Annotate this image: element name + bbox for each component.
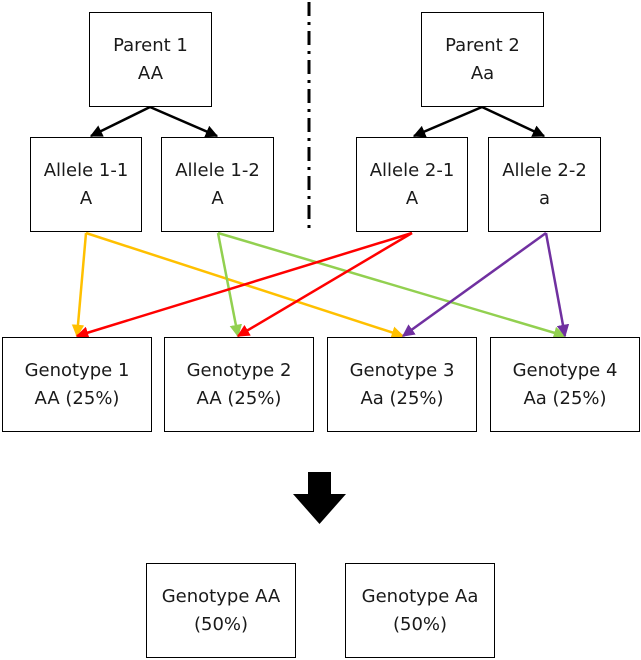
genotype-4-value: Aa (25%) xyxy=(523,387,607,409)
arrow-parent1-allele1-2 xyxy=(149,105,219,138)
result-aa-het-value: (50%) xyxy=(392,613,448,635)
allele-2-1-box: Allele 2-1 A xyxy=(356,137,468,232)
parent-2-label: Parent 2 xyxy=(445,34,520,56)
genotype-3-label: Genotype 3 xyxy=(349,359,455,381)
genotype-1-box: Genotype 1 AA (25%) xyxy=(2,337,152,432)
allele-2-2-box: Allele 2-2 a xyxy=(488,137,601,232)
arrow-allele1-1-genotype1 xyxy=(71,232,88,338)
genotype-1-label: Genotype 1 xyxy=(24,359,130,381)
genotype-2-value: AA (25%) xyxy=(196,387,282,409)
arrow-allele1-2-genotype4 xyxy=(217,231,567,339)
arrow-allele2-2-genotype4 xyxy=(544,232,570,338)
allele-2-2-value: a xyxy=(538,187,551,209)
allele-1-2-value: A xyxy=(211,187,224,209)
arrow-parent2-allele2-2 xyxy=(481,105,546,138)
genotype-3-value: Aa (25%) xyxy=(360,387,444,409)
allele-2-1-label: Allele 2-1 xyxy=(369,159,455,181)
genotype-1-value: AA (25%) xyxy=(34,387,120,409)
result-aa-value: (50%) xyxy=(193,613,249,635)
allele-1-1-value: A xyxy=(79,187,93,209)
genotype-4-label: Genotype 4 xyxy=(512,359,618,381)
result-aa-label: Genotype AA xyxy=(161,585,281,607)
result-genotype-aa-het-box: Genotype Aa (50%) xyxy=(345,563,495,658)
parent-1-box: Parent 1 AA xyxy=(89,12,212,107)
result-aa-het-label: Genotype Aa xyxy=(361,585,479,607)
arrow-allele2-1-genotype2 xyxy=(236,231,413,338)
parent-1-genotype: AA xyxy=(137,62,164,84)
allele-1-1-label: Allele 1-1 xyxy=(43,159,129,181)
genotype-4-box: Genotype 4 Aa (25%) xyxy=(490,337,640,432)
genotype-3-box: Genotype 3 Aa (25%) xyxy=(327,337,477,432)
arrow-allele2-1-genotype1 xyxy=(75,231,413,339)
result-genotype-aa-box: Genotype AA (50%) xyxy=(146,563,296,658)
allele-2-2-label: Allele 2-2 xyxy=(502,159,587,181)
arrow-parent2-allele2-1 xyxy=(412,105,483,138)
allele-1-1-box: Allele 1-1 A xyxy=(30,137,142,232)
arrow-allele1-2-genotype2 xyxy=(216,232,242,338)
parent-2-genotype: Aa xyxy=(470,62,495,84)
allele-2-1-value: A xyxy=(405,187,419,209)
arrow-allele2-2-genotype3 xyxy=(401,231,547,338)
parent-2-box: Parent 2 Aa xyxy=(421,12,544,107)
allele-1-2-label: Allele 1-2 xyxy=(175,159,260,181)
genotype-2-label: Genotype 2 xyxy=(186,359,292,381)
allele-1-2-box: Allele 1-2 A xyxy=(161,137,274,232)
genotype-2-box: Genotype 2 AA (25%) xyxy=(164,337,314,432)
parent-1-label: Parent 1 xyxy=(113,34,188,56)
arrow-parent1-allele1-1 xyxy=(89,105,151,138)
down-arrow-icon xyxy=(293,472,346,524)
